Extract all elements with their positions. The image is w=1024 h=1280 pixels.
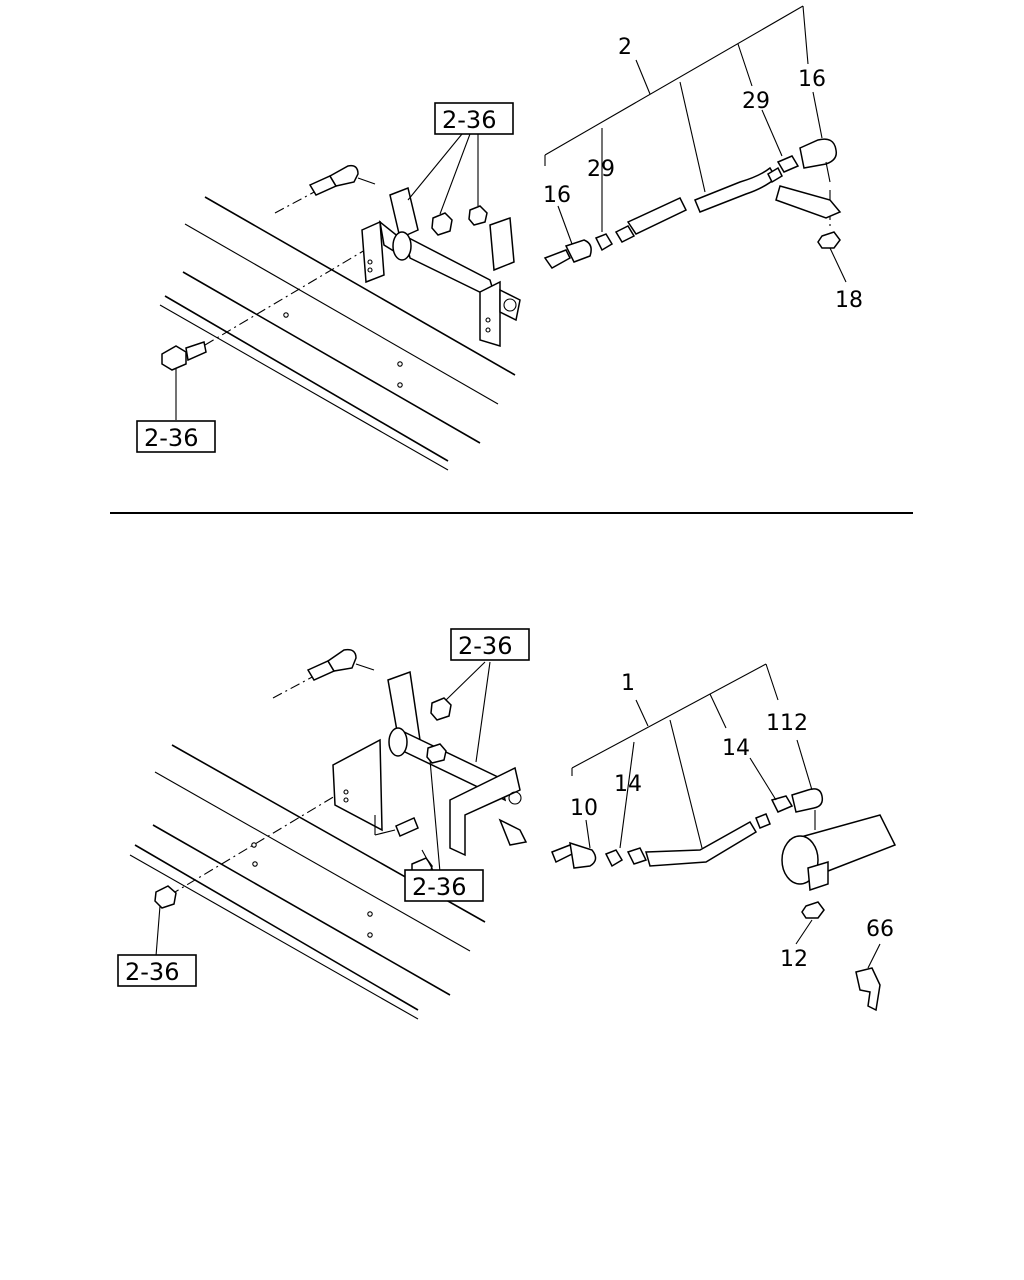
upper-ref-box-top: 2-36 — [434, 102, 514, 135]
upper-leaders — [175, 5, 847, 420]
svg-text:2-36: 2-36 — [125, 958, 179, 986]
lower-center-line — [169, 789, 346, 896]
svg-text:2-36: 2-36 — [442, 106, 496, 134]
lower-callout-112: 112 — [766, 711, 808, 736]
upper-hose-line — [543, 138, 842, 269]
upper-callout-18: 18 — [835, 288, 863, 313]
svg-text:2-36: 2-36 — [144, 424, 198, 452]
lower-bracket — [332, 670, 528, 857]
lower-ref-box-middle: 2-36 — [404, 869, 484, 902]
upper-bolt — [161, 341, 207, 371]
upper-callout-29-left: 29 — [587, 157, 615, 182]
upper-center-line — [204, 249, 366, 346]
lower-nut-bottom — [154, 885, 177, 909]
upper-frame-rail — [159, 196, 516, 471]
upper-nut-a — [431, 212, 453, 236]
upper-bracket — [361, 186, 521, 348]
upper-assembly: 2 16 29 29 16 18 2-36 2-36 — [136, 5, 863, 471]
lower-ref-box-top: 2-36 — [450, 628, 530, 661]
upper-rod-end-left — [274, 164, 376, 214]
upper-ref-box-bottom: 2-36 — [136, 420, 216, 453]
upper-callout-16-right: 16 — [798, 67, 826, 92]
lower-ref-box-bottom: 2-36 — [117, 954, 197, 987]
svg-text:2-36: 2-36 — [458, 632, 512, 660]
lower-leaders — [155, 661, 881, 969]
upper-callout-2: 2 — [618, 35, 632, 60]
lower-callout-14-right: 14 — [722, 736, 750, 761]
lower-rod-end-left — [272, 648, 375, 699]
lower-callout-14-left: 14 — [614, 772, 642, 797]
lower-callout-12: 12 — [780, 947, 808, 972]
svg-text:2-36: 2-36 — [412, 873, 466, 901]
upper-nut-b — [468, 205, 488, 226]
lower-hose-line — [551, 788, 897, 919]
lower-callout-10: 10 — [570, 796, 598, 821]
lower-callout-66: 66 — [866, 917, 894, 942]
lower-assembly: 1 112 14 14 10 12 66 2-36 2-36 2-36 — [117, 628, 897, 1020]
upper-callout-16-left: 16 — [543, 183, 571, 208]
lower-nut-a — [430, 697, 452, 721]
upper-callout-29-right: 29 — [742, 89, 770, 114]
lower-clip — [855, 967, 881, 1012]
lower-callout-1: 1 — [621, 671, 635, 696]
lower-nut-b — [426, 743, 447, 764]
